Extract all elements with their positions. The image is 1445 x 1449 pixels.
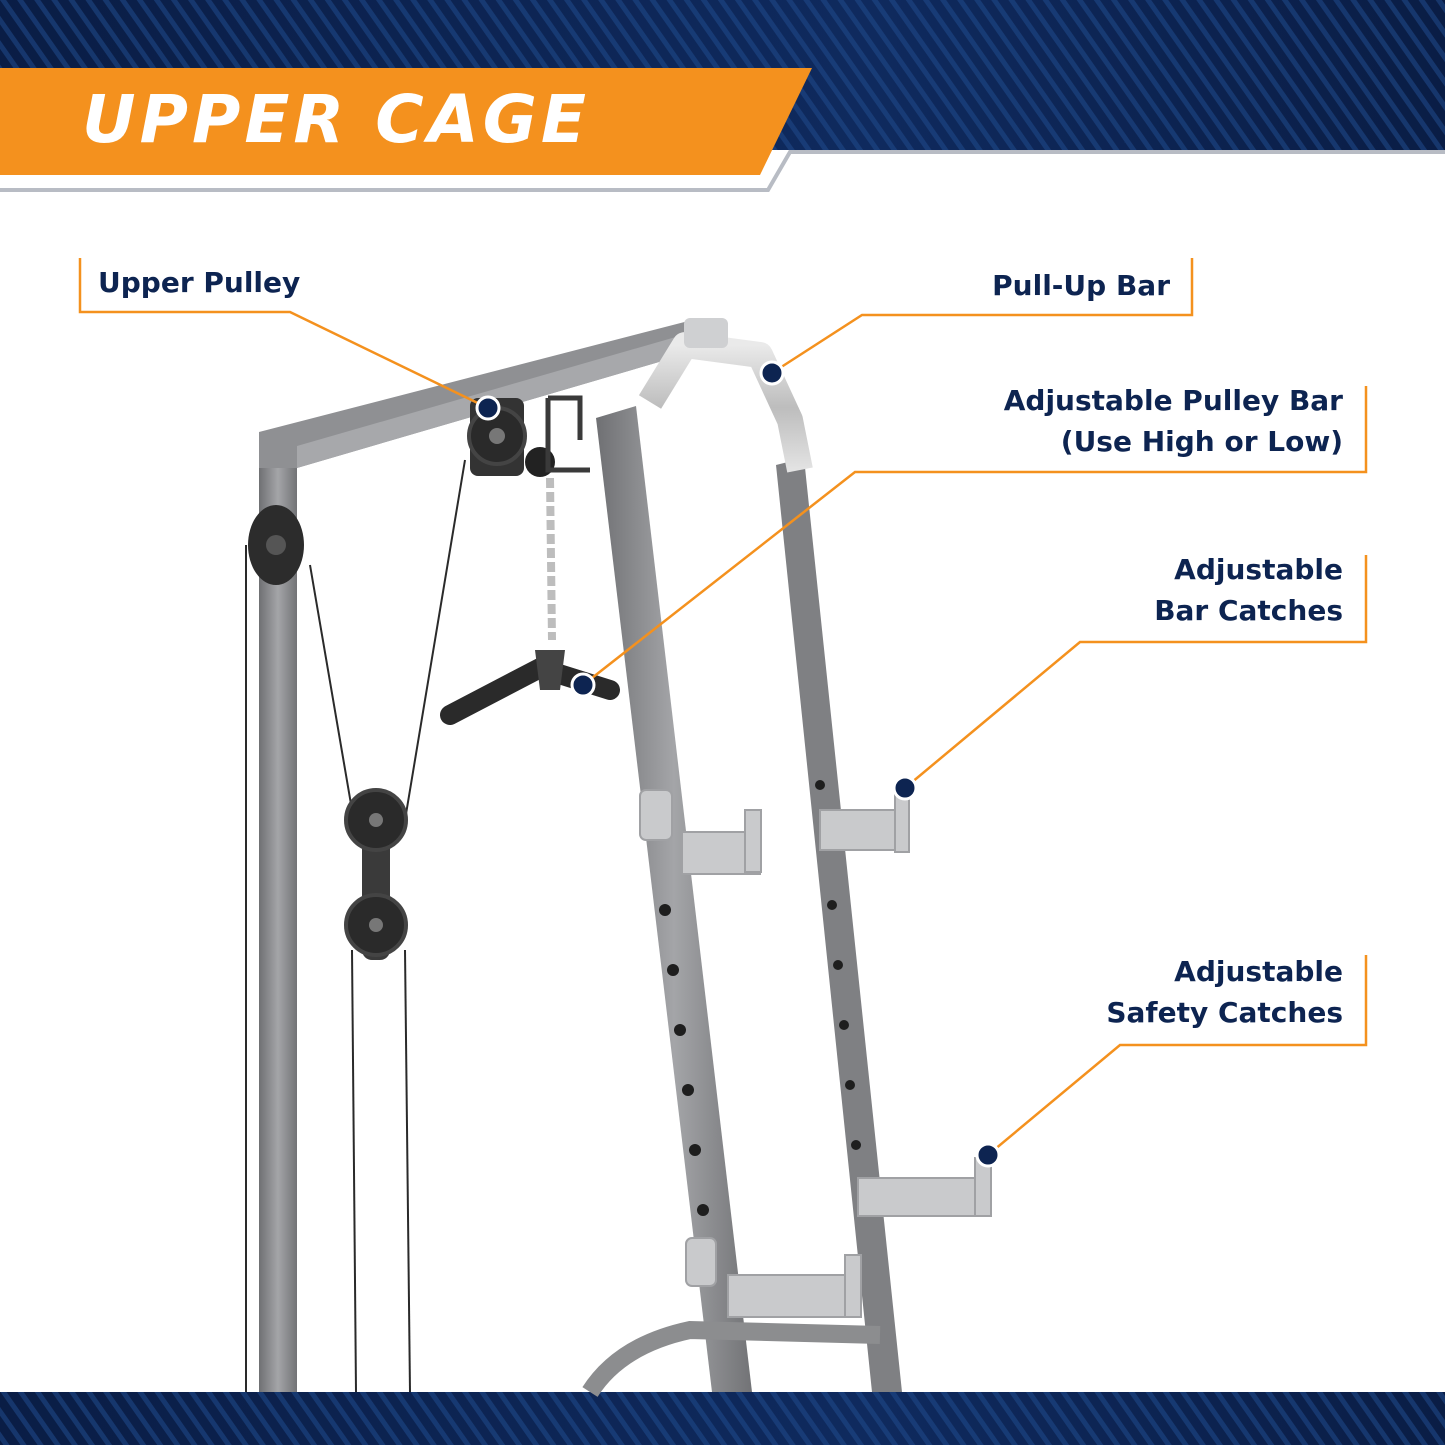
frame-holes	[659, 780, 867, 1216]
dot-adjustable-safety-catches	[975, 1142, 1001, 1168]
callout-adjustable-safety-catches: Adjustable Safety Catches	[1106, 951, 1343, 1033]
title-plate	[0, 68, 812, 175]
front-upright	[596, 406, 752, 1392]
callout-adjustable-pulley-bar: Adjustable Pulley Bar (Use High or Low)	[1004, 380, 1343, 462]
dot-upper-pulley	[475, 395, 501, 421]
left-upright	[259, 432, 297, 1392]
side-pulley	[248, 505, 304, 585]
floating-pulley	[344, 788, 408, 960]
upper-cage-illustration	[245, 318, 992, 1398]
leader-lines	[78, 258, 1368, 1156]
page-title: UPPER CAGE	[82, 81, 590, 158]
header-banner	[0, 0, 1445, 200]
dot-pull-up-bar	[759, 360, 785, 386]
callout-pull-up-bar-line-1: Pull-Up Bar	[992, 269, 1170, 302]
callout-upper-pulley-line-1: Upper Pulley	[98, 266, 301, 299]
leader-upper-pulley	[78, 258, 489, 410]
callout-adjustable-pulley-bar-line-2: (Use High or Low)	[1060, 425, 1343, 458]
dot-adjustable-bar-catches	[892, 775, 918, 801]
callout-pull-up-bar: Pull-Up Bar	[992, 265, 1170, 306]
cables	[245, 459, 466, 1393]
safety-catches	[685, 1157, 992, 1318]
dot-adjustable-pulley-bar	[570, 672, 596, 698]
callout-adjustable-bar-catches-line-1: Adjustable	[1174, 553, 1343, 586]
callout-adjustable-safety-catches-line-2: Safety Catches	[1106, 996, 1343, 1029]
bar-catches	[639, 789, 910, 875]
callout-adjustable-bar-catches: Adjustable Bar Catches	[1154, 549, 1343, 631]
callout-adjustable-pulley-bar-line-1: Adjustable Pulley Bar	[1003, 384, 1343, 417]
rear-upright	[776, 458, 902, 1392]
pull-up-bar-shape	[638, 332, 813, 473]
leader-adjustable-pulley-bar	[582, 386, 1368, 686]
callout-upper-pulley: Upper Pulley	[98, 262, 300, 303]
leader-pull-up-bar	[771, 258, 1194, 375]
footer-band	[0, 1392, 1445, 1445]
leader-adjustable-safety-catches	[987, 955, 1368, 1156]
callout-adjustable-safety-catches-line-1: Adjustable	[1174, 955, 1343, 988]
callout-adjustable-bar-catches-line-2: Bar Catches	[1154, 594, 1343, 627]
callout-dots	[475, 360, 1001, 1168]
leader-adjustable-bar-catches	[904, 555, 1368, 789]
